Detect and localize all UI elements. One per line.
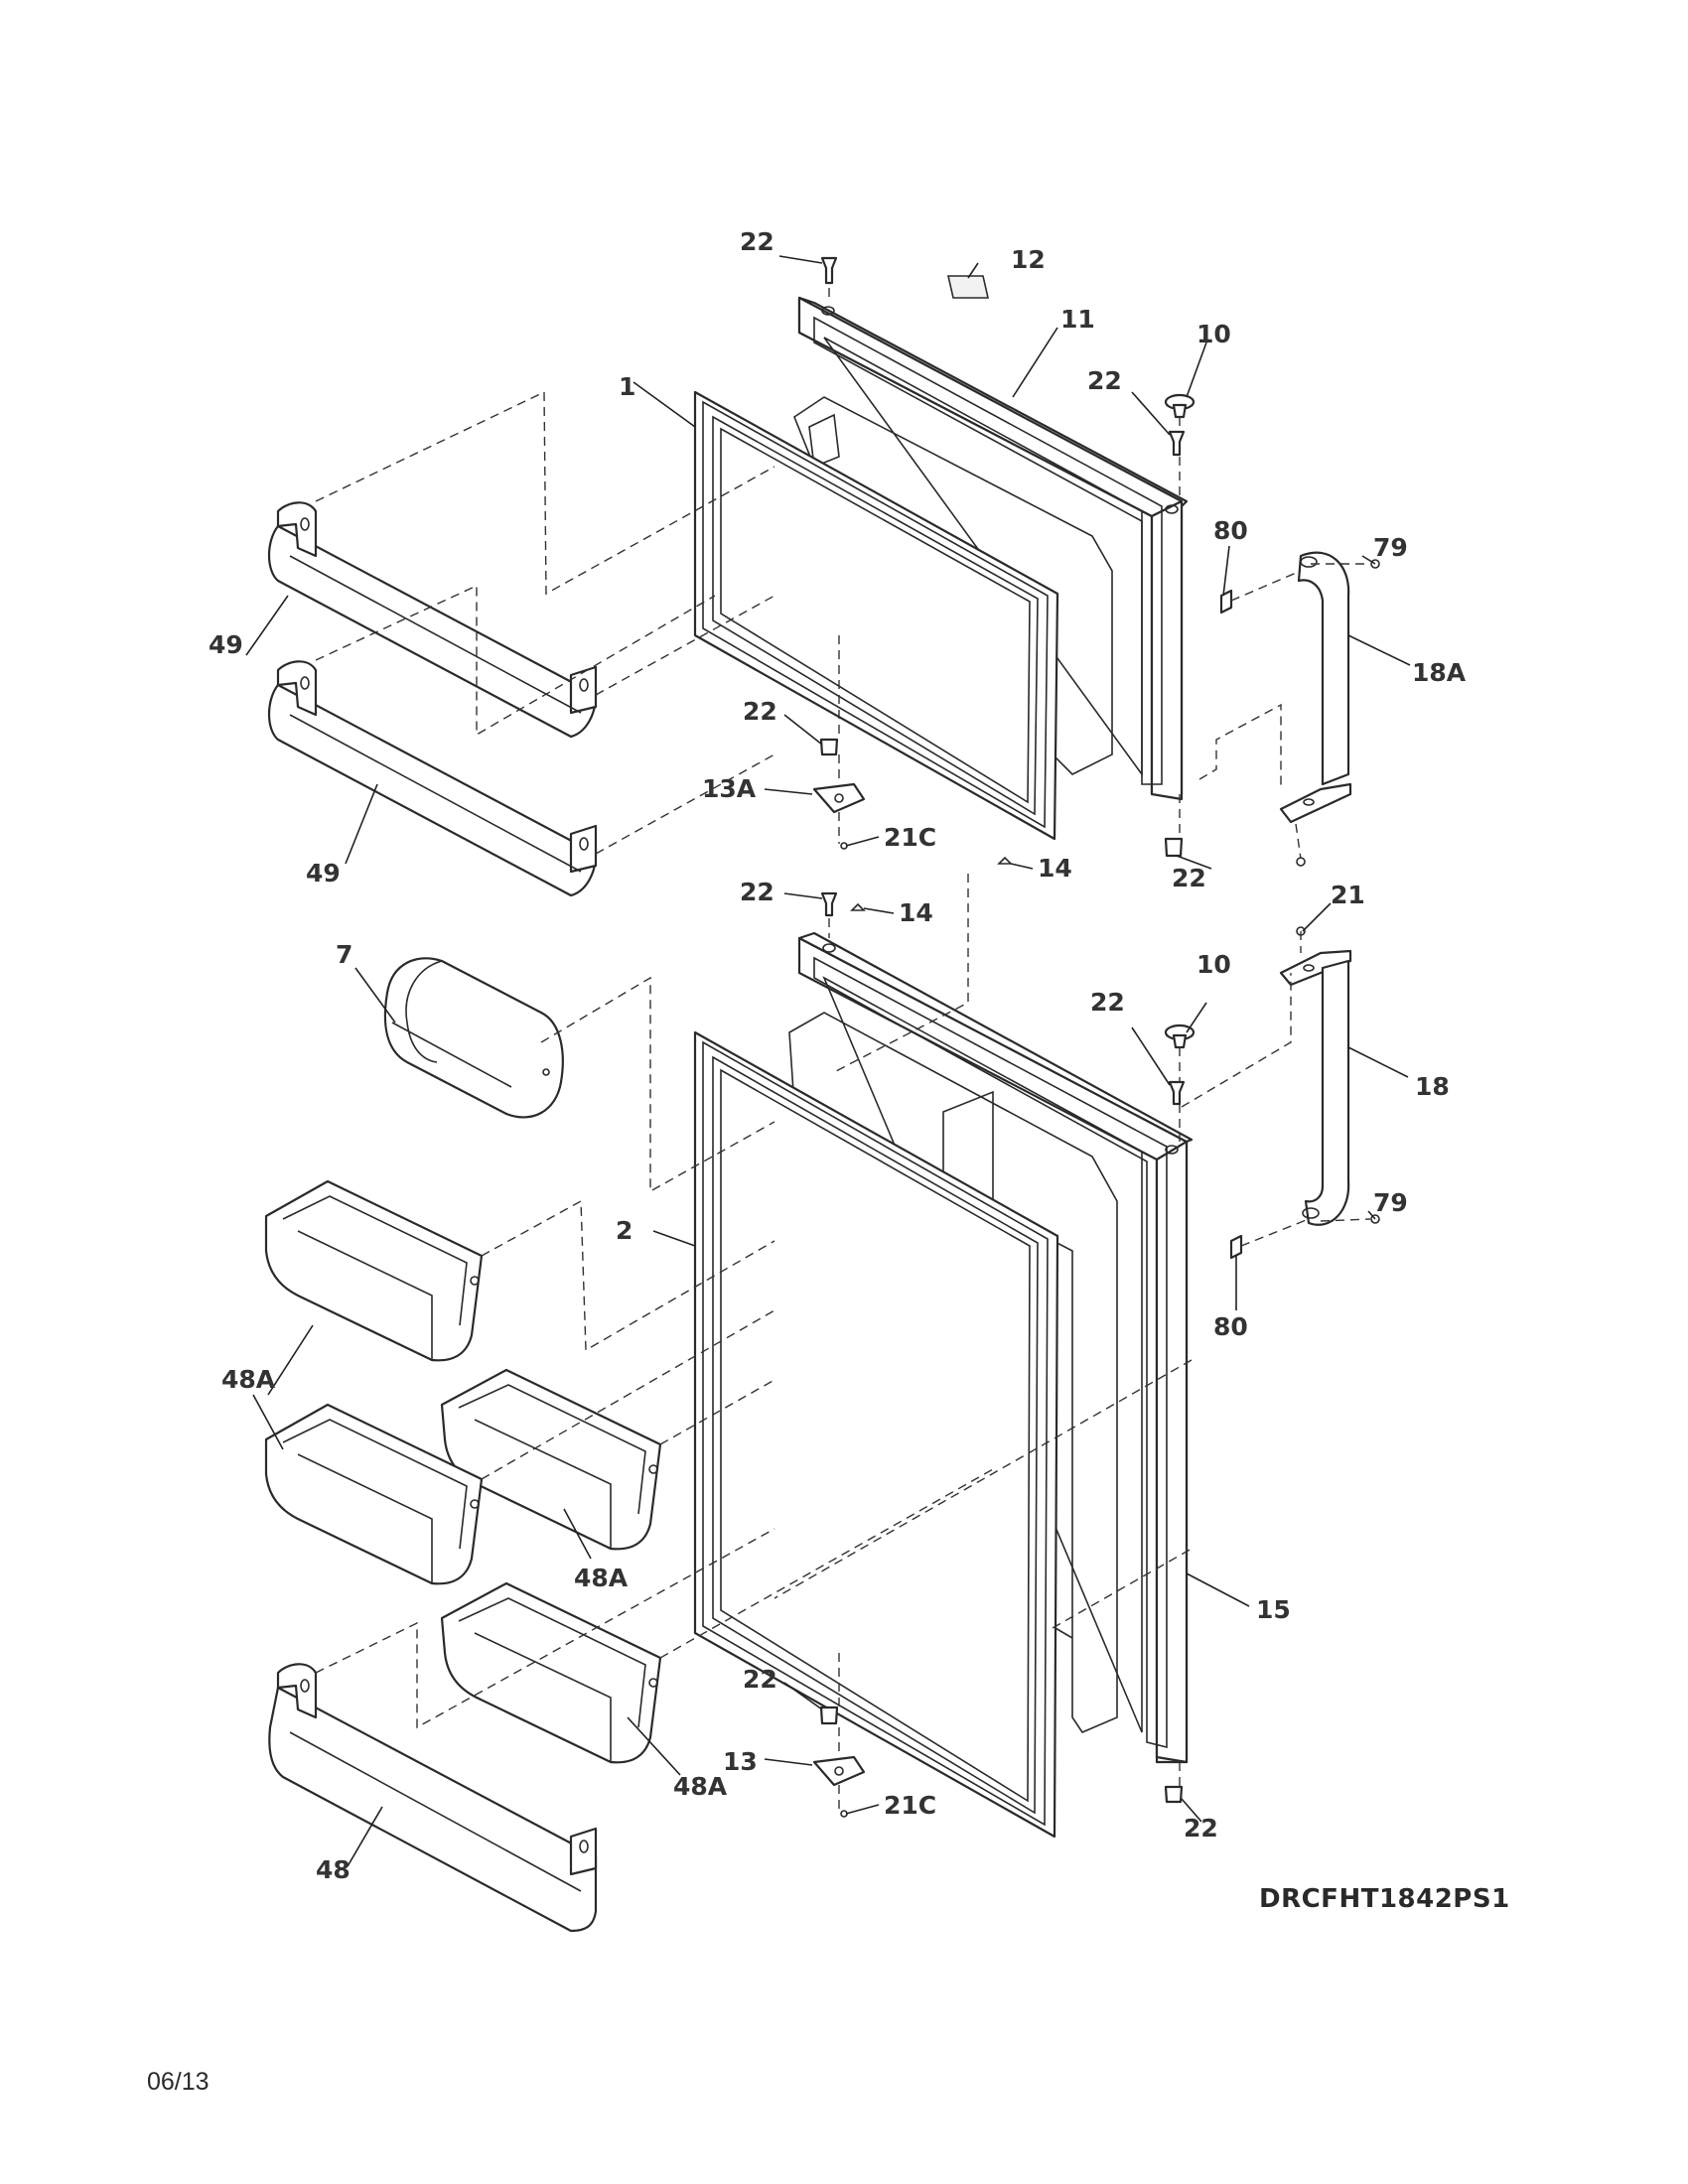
hinge-13 <box>812 1755 866 1787</box>
freezer-door-gasket-1 <box>693 390 1059 841</box>
door-bin-48A-2 <box>440 1368 662 1551</box>
callout-49: 49 <box>209 630 243 659</box>
alignment-lines <box>315 288 1371 1812</box>
callout-7: 7 <box>336 940 352 969</box>
callout-12: 12 <box>1011 245 1046 274</box>
callout-22: 22 <box>743 697 777 726</box>
dairy-compartment-7 <box>383 957 564 1119</box>
page-date: 06/13 <box>147 2068 210 2096</box>
callout-13: 13 <box>723 1747 758 1776</box>
door-shelf-49-lower <box>268 660 598 897</box>
callout-18: 18 <box>1415 1072 1450 1101</box>
door-shelf-49-upper <box>268 501 598 739</box>
door-bin-48A-4 <box>440 1581 662 1764</box>
callout-21: 21 <box>1331 881 1365 909</box>
door-caps-10 <box>1164 393 1196 1049</box>
freezer-handle-18A <box>1279 551 1352 824</box>
callout-48A: 48A <box>574 1564 629 1592</box>
callout-22: 22 <box>1090 988 1125 1017</box>
callout-79: 79 <box>1373 533 1408 562</box>
callout-48A: 48A <box>673 1772 728 1801</box>
callout-1: 1 <box>619 372 635 401</box>
callout-13A: 13A <box>702 774 757 803</box>
callout-14: 14 <box>1038 854 1072 883</box>
leader-lines <box>245 255 1411 1867</box>
door-bin-48A-1 <box>264 1179 484 1362</box>
callout-48: 48 <box>316 1855 351 1884</box>
callout-22: 22 <box>1172 864 1206 892</box>
hinge-13A <box>812 782 866 814</box>
model-code: DRCFHT1842PS1 <box>1259 1884 1510 1914</box>
door-shelf-48 <box>268 1663 598 1933</box>
callout-79: 79 <box>1373 1188 1408 1217</box>
callout-10: 10 <box>1196 320 1231 348</box>
callout-21C: 21C <box>884 1791 936 1820</box>
callout-49: 49 <box>306 859 341 887</box>
callout-22: 22 <box>1087 366 1122 395</box>
callout-10: 10 <box>1196 950 1231 979</box>
callout-48A: 48A <box>221 1365 276 1394</box>
callout-15: 15 <box>1256 1595 1291 1624</box>
callout-18A: 18A <box>1412 658 1467 687</box>
callout-22: 22 <box>740 227 774 256</box>
callout-22: 22 <box>740 878 774 906</box>
callout-14: 14 <box>899 898 933 927</box>
door-bin-48A-3 <box>264 1403 484 1585</box>
callout-22: 22 <box>1184 1814 1218 1843</box>
callout-21C: 21C <box>884 823 936 852</box>
fresh-food-handle-18 <box>1279 949 1352 1226</box>
callout-80: 80 <box>1213 516 1248 545</box>
callout-22: 22 <box>743 1665 777 1694</box>
callout-11: 11 <box>1060 305 1095 334</box>
callout-labels: 22 12 11 10 22 1 80 79 18A 49 49 22 13A … <box>209 227 1467 1884</box>
callout-2: 2 <box>616 1216 633 1245</box>
callout-80: 80 <box>1213 1312 1248 1341</box>
label-12 <box>946 275 990 299</box>
fresh-food-door-gasket-2 <box>693 1030 1059 1839</box>
